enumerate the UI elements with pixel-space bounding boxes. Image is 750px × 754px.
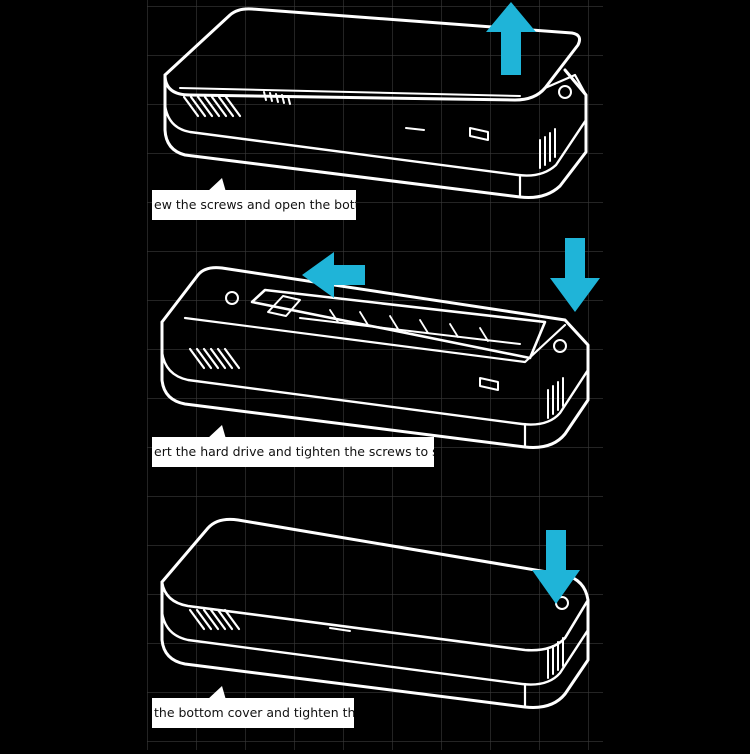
label-pointer	[207, 425, 226, 439]
step-3-label: the bottom cover and tighten the screws	[152, 698, 354, 728]
label-pointer	[207, 178, 226, 192]
step-1-text: ew the screws and open the bottom cover	[154, 197, 356, 212]
step-3-illustration	[160, 517, 590, 709]
arrow-down-icon	[550, 238, 600, 312]
enclosure-cover	[163, 7, 581, 102]
step-2-illustration	[160, 266, 590, 449]
vent-slots-front	[188, 608, 241, 631]
arrow-left-icon	[302, 252, 365, 298]
vent-slots-front	[182, 95, 242, 118]
vent-slots-front	[188, 347, 241, 370]
arrow-down-icon	[532, 530, 580, 604]
step-3-text: the bottom cover and tighten the screws	[154, 705, 354, 720]
step-2-text: ert the hard drive and tighten the screw…	[154, 444, 434, 459]
enclosure-closed	[160, 517, 590, 709]
label-pointer	[207, 686, 226, 700]
step-1-illustration	[163, 7, 588, 199]
ssd-drive	[250, 288, 547, 360]
enclosure-base	[160, 266, 590, 449]
step-1-label: ew the screws and open the bottom cover	[152, 190, 356, 220]
step-2-label: ert the hard drive and tighten the screw…	[152, 437, 434, 467]
arrow-up-icon	[486, 2, 536, 75]
